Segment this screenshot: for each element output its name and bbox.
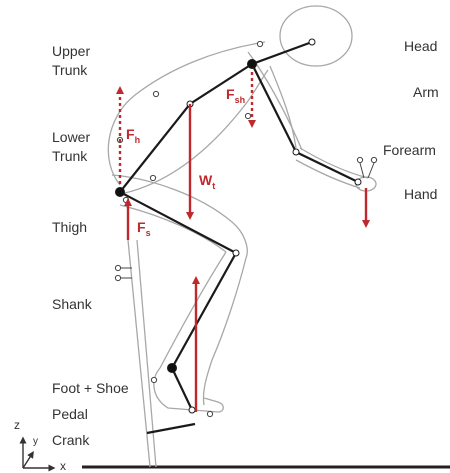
label-shank: Shank [52,296,92,313]
knee-marker [233,250,239,256]
label-forearm: Forearm [383,142,436,159]
marker [245,113,250,118]
shoulder-joint [248,60,257,69]
fsh-symbol: F [226,86,235,102]
label-fsh: Fsh [226,86,245,105]
ankle-joint [168,364,177,373]
label-pedal: Pedal [52,406,88,423]
thigh-upper-outline [112,175,247,258]
label-lower-trunk-line1: Lower [52,129,90,146]
label-upper-trunk-line2: Trunk [52,62,87,79]
marker [115,275,120,280]
marker [153,91,158,96]
label-thigh: Thigh [52,219,87,236]
wt-symbol: W [199,172,212,188]
wt-subscript: t [212,181,215,191]
thigh-lower-outline [120,205,226,252]
axis-label-y: y [33,436,38,447]
surface-markers [115,41,376,416]
fh-subscript: h [135,135,141,145]
marker [357,157,362,162]
marker-stalk [368,163,374,178]
forces [120,72,366,412]
axis-label-x: x [60,459,66,473]
shank-front-outline [203,258,246,405]
wrist-marker [355,179,361,185]
y-axis [23,454,32,468]
label-head: Head [404,38,437,55]
marker [123,197,128,202]
fsh-subscript: sh [235,95,246,105]
marker [207,411,212,416]
marker [150,175,155,180]
marker [115,265,120,270]
forearm-lower-outline [296,160,360,188]
pedal-marker [189,407,195,413]
crank-link [147,424,195,433]
head-marker [309,39,315,45]
label-foot-shoe: Foot + Shoe [52,380,129,397]
torso-front-outline [125,70,268,193]
hip-joint [116,188,125,197]
axis-label-z: z [14,418,20,432]
elbow-marker [293,149,299,155]
label-upper-trunk-line1: Upper [52,43,90,60]
label-hand: Hand [404,186,437,203]
label-fh: Fh [126,126,140,145]
marker [257,41,262,46]
label-arm: Arm [413,84,439,101]
marker [151,377,156,382]
label-crank: Crank [52,432,89,449]
fs-subscript: s [146,228,151,238]
fs-symbol: F [137,219,146,235]
label-wt: Wt [199,172,215,191]
fh-symbol: F [126,126,135,142]
forearm-upper-outline [300,148,368,178]
label-fs: Fs [137,219,151,238]
label-lower-trunk-line2: Trunk [52,148,87,165]
marker [371,157,376,162]
foot-outline [154,368,223,412]
head-outline [280,6,352,66]
